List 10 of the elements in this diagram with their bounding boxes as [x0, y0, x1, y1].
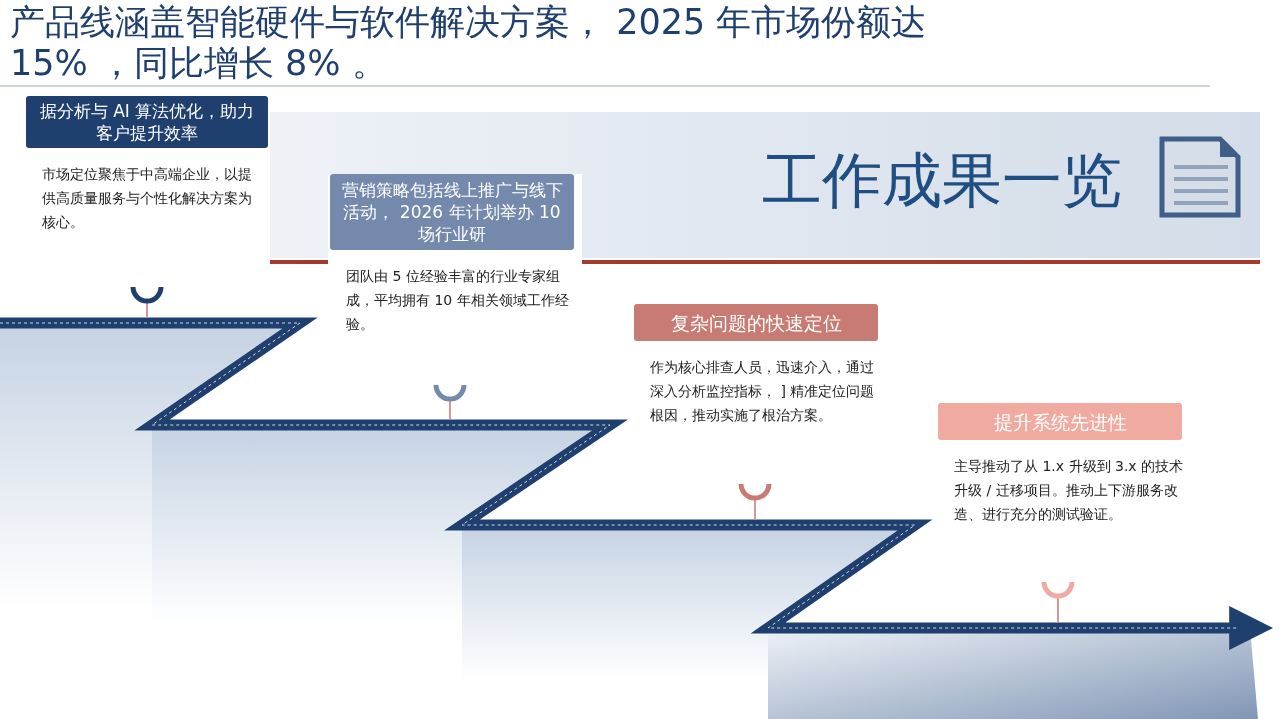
- title: 产品线涵盖智能硬件与软件解决方案， 2025 年市场份额达 15% ，同比增长 8% 。: [10, 2, 928, 84]
- heading-box: 据分析与 AI 算法优化，助力客户提升效率: [26, 96, 268, 148]
- body-text: 主导推动了从 1.x 升级到 3.x 的技术升级 / 迁移项目。推动上下游服务改造、进行充分的测试验证。: [954, 457, 1184, 524]
- heading-box: 提升系统先进性: [938, 403, 1182, 440]
- heading-box: 营销策略包括线上推广与线下活动， 2026 年计划举办 10 场行业研: [330, 174, 574, 250]
- body-text: 市场定位聚焦于中高端企业，以提供高质量服务与个性化解决方案为核心。: [42, 165, 253, 232]
- body-text: 作为核心排查人员，迅速介入，通过深入分析监控指标， ] 精准定位问题根因，推动实施了根治方案。: [650, 358, 876, 425]
- body-text: 团队由 5 位经验丰富的行业专家组成，平均拥有 10 年相关领域工作经验。: [346, 267, 570, 334]
- heading: 工作成果一览: [762, 144, 1122, 217]
- heading-box: 复杂问题的快速定位: [634, 304, 878, 341]
